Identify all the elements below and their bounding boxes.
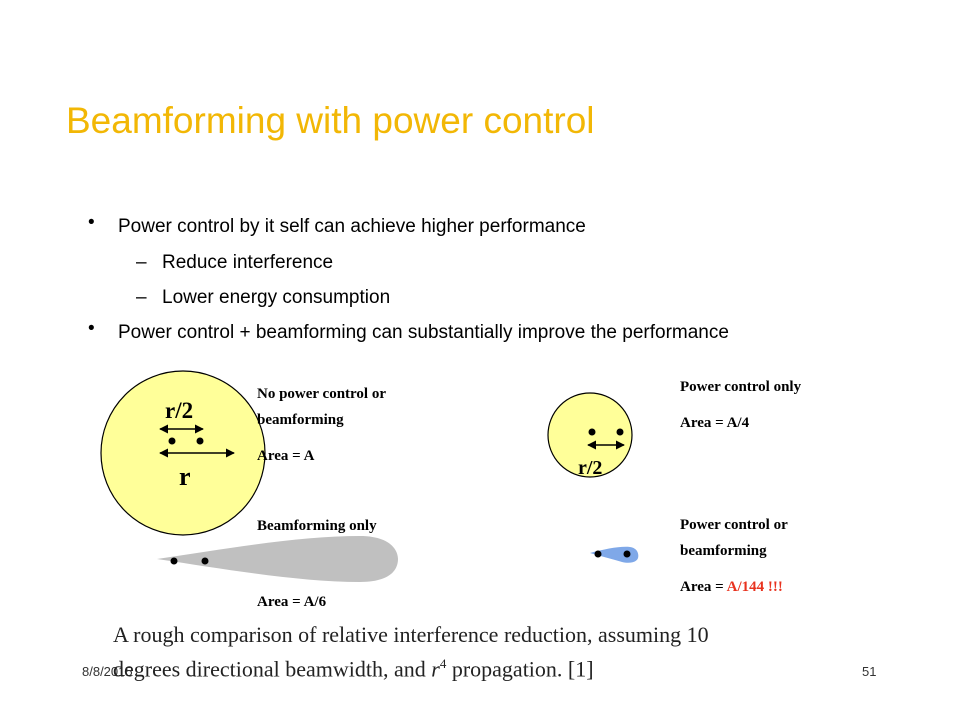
beam-shape-large xyxy=(157,536,398,582)
label-half-radius: r/2 xyxy=(578,457,602,479)
label-power-only: Power control only Area = A/4 xyxy=(680,374,801,436)
label-no-control: No power control or beamforming Area = A xyxy=(257,381,386,469)
caption-line: degrees directional beamwidth, and r4 pr… xyxy=(113,649,873,683)
area-value: Area = A xyxy=(257,448,315,464)
beam-lobe xyxy=(157,536,398,582)
label-line: No power control or xyxy=(257,386,387,402)
bullet-text: Power control by it self can achieve hig… xyxy=(118,216,586,237)
node-dot xyxy=(170,557,178,565)
bullet-glyph: • xyxy=(88,212,95,233)
area-value: Area = A/144 !!! xyxy=(680,574,788,600)
page-number: 51 xyxy=(862,664,877,679)
label-line: beamforming xyxy=(257,412,344,428)
area-highlight: A/144 !!! xyxy=(726,579,783,595)
caption-text: degrees directional beamwidth, and xyxy=(113,656,432,682)
label-beam-only: Beamforming only xyxy=(257,513,377,539)
bullet-glyph: • xyxy=(88,318,95,339)
coverage-circle-quarter: r/2 xyxy=(547,392,633,479)
node-dot xyxy=(201,557,209,565)
sub-bullet-text: Lower energy consumption xyxy=(162,287,391,308)
footer-date: 8/8/2015 xyxy=(82,664,133,679)
node-dot xyxy=(588,428,596,436)
area-value: Area = A/6 xyxy=(257,594,327,610)
label-radius: r xyxy=(179,462,191,491)
caption-text: propagation. [1] xyxy=(446,656,594,682)
coverage-circle-full: r/2 r xyxy=(100,370,266,536)
dash-glyph: – xyxy=(136,287,147,308)
label-line: Power control only xyxy=(680,379,802,395)
label-line: Power control or xyxy=(680,517,788,533)
bullet-text: Power control + beamforming can substant… xyxy=(118,322,729,343)
label-beam-only-area: Area = A/6 xyxy=(257,589,326,615)
node-dot xyxy=(623,550,631,558)
area-value: Area = A/4 xyxy=(680,415,750,431)
label-half-radius: r/2 xyxy=(165,398,193,423)
node-dot xyxy=(594,550,602,558)
node-dot xyxy=(168,437,176,445)
area-prefix: Area = xyxy=(680,579,727,595)
dash-glyph: – xyxy=(136,252,147,273)
caption: A rough comparison of relative interfere… xyxy=(113,620,873,683)
label-line: Beamforming only xyxy=(257,518,377,534)
circle-shape xyxy=(547,392,633,478)
slide-title: Beamforming with power control xyxy=(66,100,595,141)
beam-shape-small xyxy=(590,546,639,563)
caption-line: A rough comparison of relative interfere… xyxy=(113,622,709,647)
caption-var: r xyxy=(431,656,440,682)
label-both: Power control or beamforming Area = A/14… xyxy=(680,512,788,600)
node-dot xyxy=(616,428,624,436)
label-line: beamforming xyxy=(680,543,767,559)
node-dot xyxy=(196,437,204,445)
sub-bullet-text: Reduce interference xyxy=(162,252,334,273)
caption-exp: 4 xyxy=(439,656,447,671)
